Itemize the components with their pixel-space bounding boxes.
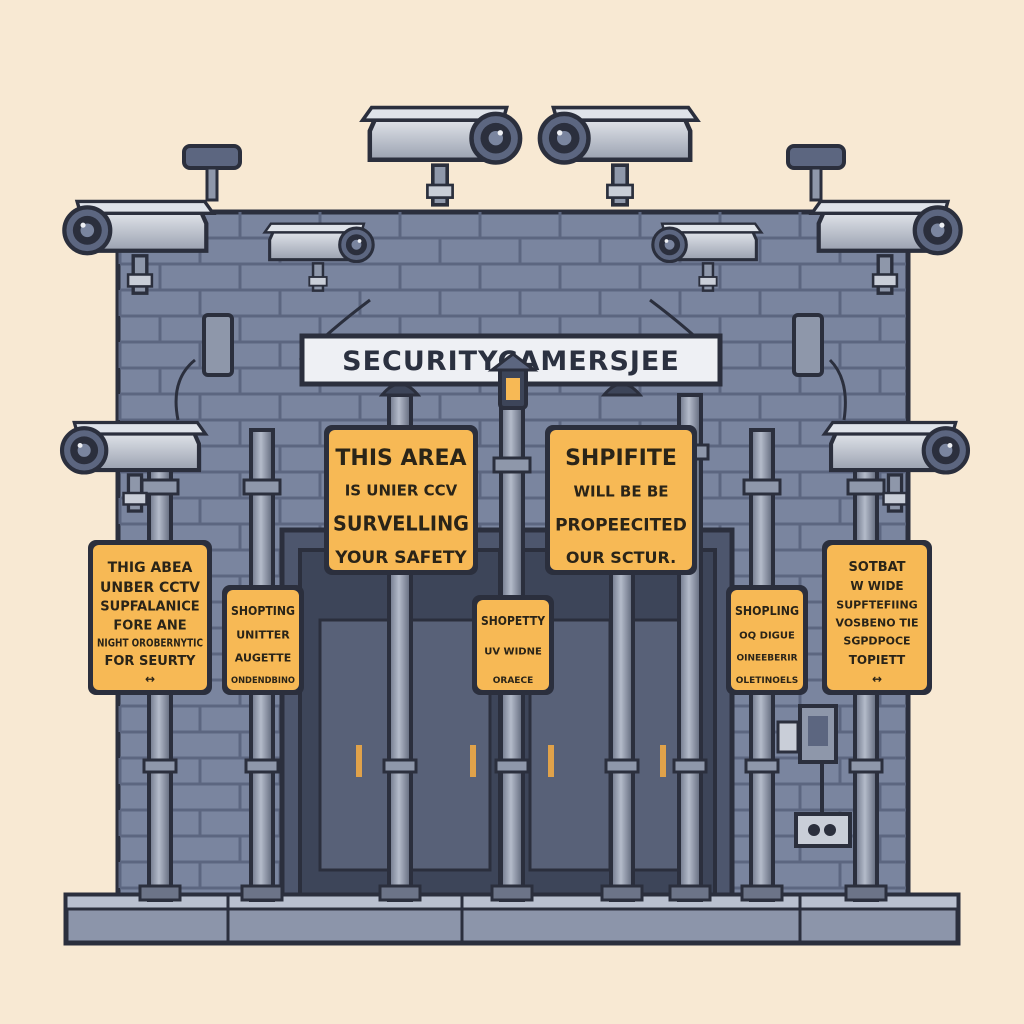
sign-text-line: AUGETTE xyxy=(235,652,291,665)
sign-text-line: SGPDPOCE xyxy=(843,635,910,648)
sign-text-line: VOSBENO TIE xyxy=(836,617,919,630)
roof-sensor-icon xyxy=(786,144,846,202)
sign-text-line: IS UNIER CCV xyxy=(345,481,458,499)
security-camera-icon xyxy=(262,222,375,292)
sign-text-line: NIGHT OROBERNYTIC xyxy=(97,636,203,649)
security-camera-icon xyxy=(821,420,971,513)
security-camera-icon xyxy=(62,199,217,295)
sign-text-line: SURVELLING xyxy=(333,512,469,536)
sign-text-line: PROPEECITED xyxy=(555,515,687,535)
sign-text-line: OINEEBERIR xyxy=(736,654,797,664)
sidewalk-curb xyxy=(63,892,961,946)
camera-wall-mount xyxy=(202,313,234,377)
door-handle xyxy=(660,745,666,777)
sign-text-line: UV WIDNE xyxy=(484,647,542,658)
sign-text-line: W WIDE xyxy=(850,579,903,593)
security-camera-icon xyxy=(359,105,523,207)
sign-text-line: FOR SEURTY xyxy=(105,654,197,669)
sign-far-right: SOTBAT W WIDE SUPFTEFIING VOSBENO TIE SGPDPO… xyxy=(822,540,932,695)
sign-text-line: SUPFTEFIING xyxy=(836,598,917,611)
sign-center-right: SHPIFITE WILL BE BE PROPEECITED OUR SCTUR. xyxy=(545,425,697,575)
security-camera-icon xyxy=(651,222,764,292)
sign-text-line: ↔ xyxy=(872,672,882,686)
sign-mid-center: SHOPETTY UV WIDNE ORAECE xyxy=(472,595,554,695)
sign-text-line: UNITTER xyxy=(236,628,290,641)
security-cameras xyxy=(59,105,971,513)
camera-wall-mount xyxy=(792,313,824,377)
sign-far-left: THIG ABEA UNBER CCTV SUPFALANICE FORE ANE NI… xyxy=(88,540,212,695)
sign-center-left: THIS AREA IS UNIER CCV SURVELLING YOUR SAFE… xyxy=(324,425,478,575)
sign-text-line: OQ DIGUE xyxy=(739,630,795,641)
sign-text-line: WILL BE BE xyxy=(573,483,668,501)
warning-signs: THIS AREA IS UNIER CCV SURVELLING YOUR SAFE… xyxy=(88,425,932,695)
door-handle xyxy=(356,745,362,777)
sign-text-line: THIG ABEA xyxy=(108,560,193,576)
lamp-icon xyxy=(487,352,539,410)
sign-text-line: ONDENDBINO xyxy=(231,676,295,686)
door-handle xyxy=(470,745,476,777)
sign-text-line: SHPIFITE xyxy=(565,446,677,471)
sign-text-line: YOUR SAFETY xyxy=(334,548,467,568)
security-camera-icon xyxy=(59,420,209,513)
sign-text-line: SHOPETTY xyxy=(481,614,545,628)
sign-text-line: FORE ANE xyxy=(113,619,186,634)
sign-text-line: SHOPLING xyxy=(735,604,799,618)
security-camera-icon xyxy=(537,105,701,207)
sign-text-line: OLETINOELS xyxy=(736,676,799,686)
sign-text-line: SOTBAT xyxy=(848,560,905,575)
access-control-panel xyxy=(776,704,852,848)
roof-sensor-icon xyxy=(182,144,242,202)
sign-text-line: ↔ xyxy=(145,672,155,686)
sign-text-line: SUPFALANICE xyxy=(100,600,199,615)
sign-mid-right: SHOPLING OQ DIGUE OINEEBERIR OLETINOELS xyxy=(726,585,808,695)
sign-text-line: ORAECE xyxy=(493,676,533,686)
door-handle xyxy=(548,745,554,777)
sign-text-line: OUR SCTUR. xyxy=(566,548,676,567)
sign-text-line: UNBER CCTV xyxy=(100,580,200,596)
sign-text-line: TOPIETT xyxy=(849,653,906,667)
sign-text-line: SHOPTING xyxy=(231,604,295,618)
sign-mid-left: SHOPTING UNITTER AUGETTE ONDENDBINO xyxy=(222,585,304,695)
security-camera-icon xyxy=(808,199,963,295)
sign-text-line: THIS AREA xyxy=(335,446,466,471)
